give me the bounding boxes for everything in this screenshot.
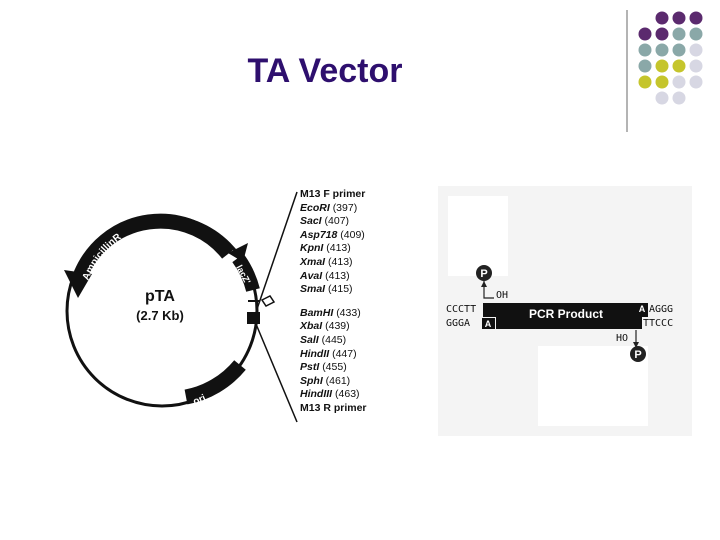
- overhang-right-label: A: [639, 304, 646, 314]
- site-position: (409): [340, 228, 365, 241]
- mcs-fan-line-top: [255, 191, 298, 313]
- site-position: (415): [328, 283, 353, 296]
- insert-pin-icon: [260, 295, 276, 307]
- left-top-sequence: CCCTT: [446, 304, 476, 315]
- decorative-dot: [672, 75, 686, 89]
- phosphate-bottom-icon: [630, 346, 646, 362]
- restriction-site: SacI (407): [300, 215, 420, 229]
- restriction-site: SalI (445): [300, 334, 420, 348]
- site-position: (447): [332, 347, 357, 360]
- plasmid-size: (2.7 Kb): [136, 308, 184, 323]
- decorative-dot: [689, 59, 703, 73]
- enzyme-name: HindIII: [300, 388, 333, 401]
- pcr-product-diagram: P OH CCCTT GGGA A PCR Product A AGGG TTC…: [438, 186, 692, 436]
- enzyme-name: Asp718: [300, 228, 338, 241]
- restriction-site: XbaI (439): [300, 320, 420, 334]
- decorative-dot: [655, 11, 669, 25]
- decorative-dot: [689, 11, 703, 25]
- restriction-site: XmaI (413): [300, 256, 420, 270]
- site-position: (439): [325, 320, 350, 333]
- decorative-dot: [655, 43, 669, 57]
- overhang-left-label: A: [485, 319, 492, 329]
- restriction-site: AvaI (413): [300, 270, 420, 284]
- decorative-dot: [638, 43, 652, 57]
- left-bottom-sequence: GGGA: [446, 318, 470, 329]
- pcr-product-bar: [483, 303, 648, 317]
- m13-forward-primer: M13 F primer: [300, 188, 366, 200]
- decorative-dot: [672, 27, 686, 41]
- ori-gene-arc: [184, 360, 246, 405]
- restriction-site-list: M13 F primer EcoRI (397)SacI (407)Asp718…: [300, 188, 420, 416]
- decorative-dot: [655, 59, 669, 73]
- pcr-product-bar-lower: [496, 317, 642, 329]
- pcr-product-label: PCR Product: [529, 307, 603, 321]
- ho-bottom-label: HO: [616, 333, 628, 344]
- site-group-downstream: BamHI (433)XbaI (439)SalI (445)HindII (4…: [300, 307, 420, 402]
- right-top-sequence: AGGG: [649, 304, 673, 315]
- decorative-dot: [638, 59, 652, 73]
- mcs-fan-line-bottom: [255, 323, 298, 423]
- site-position: (461): [325, 374, 351, 387]
- decorative-dot: [689, 27, 703, 41]
- oh-top-label: OH: [496, 290, 508, 301]
- restriction-site: HindIII (463): [300, 388, 420, 402]
- phosphate-top-label: P: [480, 268, 487, 280]
- site-position: (407): [324, 215, 350, 228]
- decorative-dot: [638, 75, 652, 89]
- mcs-insertion-block: [247, 312, 260, 324]
- ampicillin-arrowhead: [64, 270, 92, 298]
- decorative-dot: [672, 43, 686, 57]
- enzyme-name: XbaI: [300, 320, 323, 333]
- enzyme-name: XmaI: [300, 255, 326, 268]
- enzyme-name: BamHI: [300, 306, 334, 319]
- decorative-dot: [672, 59, 686, 73]
- enzyme-name: PstI: [300, 361, 320, 374]
- m13-reverse-primer: M13 R primer: [300, 401, 367, 414]
- ampicillin-gene-arc: [74, 213, 234, 278]
- decorative-dot: [689, 43, 703, 57]
- restriction-site: KpnI (413): [300, 242, 420, 256]
- decorative-dot: [655, 91, 669, 105]
- enzyme-name: SmaI: [300, 283, 326, 296]
- site-position: (445): [321, 333, 347, 346]
- restriction-site: Asp718 (409): [300, 229, 420, 243]
- decorative-dot: [655, 27, 669, 41]
- site-position: (433): [336, 306, 361, 319]
- site-position: (397): [332, 201, 358, 214]
- restriction-site: BamHI (433): [300, 307, 420, 321]
- enzyme-name: EcoRI: [300, 201, 330, 214]
- right-bottom-sequence: TTCCC: [643, 318, 673, 329]
- phosphate-bottom-label: P: [634, 349, 641, 361]
- restriction-site: SmaI (415): [300, 283, 420, 297]
- site-position: (413): [326, 242, 351, 255]
- enzyme-name: SalI: [300, 333, 319, 346]
- site-position: (455): [322, 361, 347, 374]
- lacz-arrowhead: [228, 243, 248, 262]
- site-group-upstream: EcoRI (397)SacI (407)Asp718 (409)KpnI (4…: [300, 202, 420, 297]
- restriction-site: SphI (461): [300, 375, 420, 389]
- enzyme-name: SacI: [300, 215, 322, 228]
- decorative-dot: [672, 91, 686, 105]
- enzyme-name: AvaI: [300, 269, 323, 282]
- restriction-site: HindII (447): [300, 348, 420, 362]
- ori-label: ori: [192, 393, 208, 408]
- site-position: (413): [325, 269, 350, 282]
- plasmid-name: pTA: [145, 288, 175, 305]
- overhang-left-a: [482, 318, 495, 329]
- decorative-dot: [672, 11, 686, 25]
- slide-title: TA Vector: [247, 52, 403, 90]
- decorative-dot: [689, 75, 703, 89]
- enzyme-name: SphI: [300, 374, 323, 387]
- phosphate-top-icon: [476, 265, 492, 281]
- decorative-dot: [655, 75, 669, 89]
- restriction-site: EcoRI (397): [300, 202, 420, 216]
- site-position: (463): [335, 388, 360, 401]
- site-position: (413): [328, 255, 353, 268]
- enzyme-name: KpnI: [300, 242, 324, 255]
- decorative-dot: [638, 27, 652, 41]
- restriction-site: PstI (455): [300, 361, 420, 375]
- decorative-dot-grid: [626, 10, 703, 132]
- enzyme-name: HindII: [300, 347, 330, 360]
